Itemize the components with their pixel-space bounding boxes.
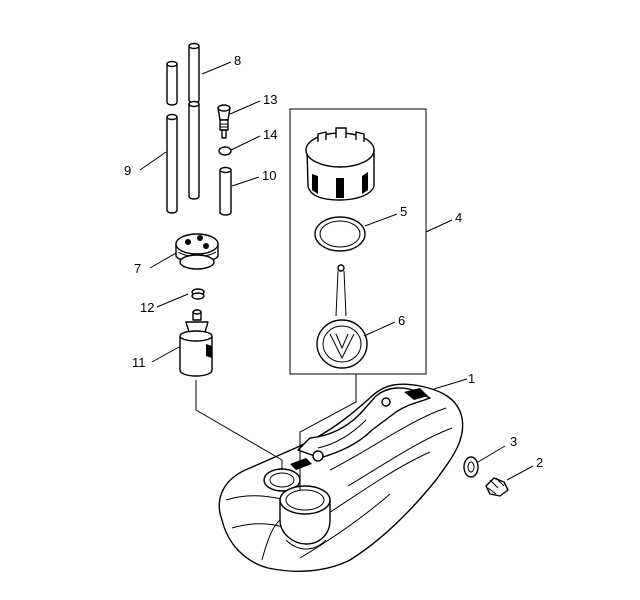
callout-12: 12 bbox=[140, 300, 154, 315]
callout-numbers: 1 2 3 4 5 6 7 8 9 10 11 12 13 14 bbox=[124, 53, 543, 470]
fuel-filter bbox=[179, 309, 213, 377]
callout-5: 5 bbox=[400, 204, 407, 219]
callout-10: 10 bbox=[262, 168, 276, 183]
callout-6: 6 bbox=[398, 313, 405, 328]
callout-1: 1 bbox=[468, 371, 475, 386]
leader-lines bbox=[139, 61, 534, 481]
callout-9: 9 bbox=[124, 163, 131, 178]
o-ring-14 bbox=[218, 146, 232, 156]
callout-7: 7 bbox=[134, 261, 141, 276]
callout-13: 13 bbox=[263, 92, 277, 107]
washer bbox=[463, 456, 479, 478]
callout-14: 14 bbox=[263, 127, 277, 142]
fuel-cap bbox=[305, 127, 375, 201]
callout-11: 11 bbox=[132, 355, 146, 370]
bolt bbox=[485, 477, 509, 497]
cap-gasket bbox=[314, 216, 366, 252]
grommet bbox=[175, 233, 219, 270]
callout-8: 8 bbox=[234, 53, 241, 68]
callout-4: 4 bbox=[455, 210, 462, 225]
callout-2: 2 bbox=[536, 455, 543, 470]
vent-valve bbox=[217, 104, 231, 139]
callout-3: 3 bbox=[510, 434, 517, 449]
short-hose bbox=[219, 166, 232, 216]
strainer bbox=[316, 264, 368, 369]
fuel-tank bbox=[218, 383, 464, 572]
hoses bbox=[166, 42, 200, 214]
hose-clip bbox=[191, 288, 205, 300]
cap-assembly-box bbox=[289, 108, 427, 375]
assembly-lines bbox=[195, 374, 357, 490]
